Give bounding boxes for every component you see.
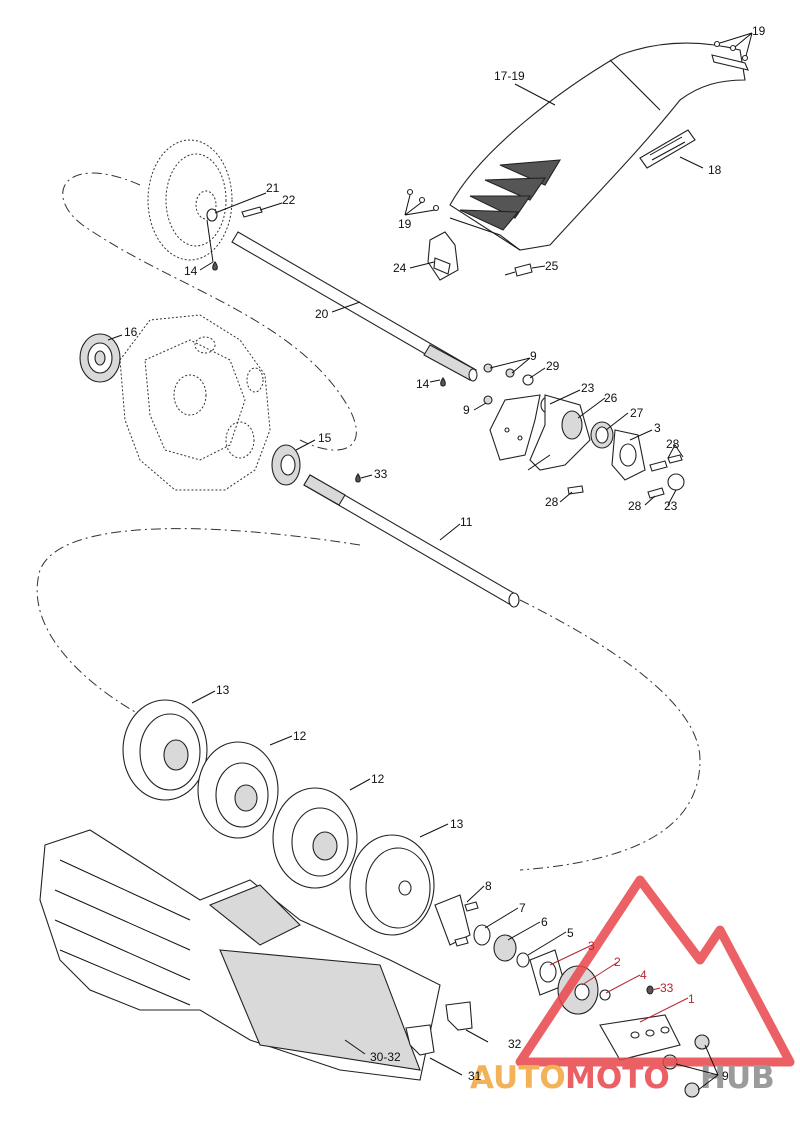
callout-20: 20 — [315, 307, 329, 321]
sprocket-12-a — [197, 741, 279, 839]
drive-shaft-20 — [231, 231, 478, 382]
track-outline-loop — [36, 528, 701, 871]
callout-6: 6 — [541, 915, 548, 929]
callout-13a: 13 — [216, 683, 230, 697]
callout-23a: 23 — [581, 381, 595, 395]
watermark-moto: MOTO — [565, 1060, 670, 1096]
callout-22: 22 — [282, 193, 296, 207]
callout-24: 24 — [393, 261, 407, 275]
callout-19b: 19 — [398, 217, 412, 231]
callout-8: 8 — [485, 879, 492, 893]
callout-4: 4 — [640, 968, 647, 982]
callout-30-32: 30-32 — [370, 1050, 401, 1064]
fasteners-19-top — [711, 40, 749, 71]
slide-32 — [445, 1001, 473, 1031]
callout-5: 5 — [567, 926, 574, 940]
nuts-9-washer-29 — [483, 363, 534, 405]
callout-28c: 28 — [628, 499, 642, 513]
cover-vents — [459, 159, 562, 231]
callout-labels: 19 17-19 18 21 22 19 14 24 25 20 16 9 29… — [124, 24, 766, 1083]
sprocket-12-b — [272, 787, 358, 889]
callout-25: 25 — [545, 259, 559, 273]
callout-9a: 9 — [530, 349, 537, 363]
callout-11: 11 — [460, 515, 473, 529]
drive-pulley-dotted — [147, 139, 233, 261]
callout-9b: 9 — [463, 403, 470, 417]
callout-33a: 33 — [374, 467, 388, 481]
callout-17-19: 17-19 — [494, 69, 525, 83]
callout-12a: 12 — [293, 729, 307, 743]
bearing-16 — [79, 333, 121, 383]
spacer-15 — [271, 444, 301, 486]
callout-15: 15 — [318, 431, 332, 445]
callout-3b: 3 — [588, 939, 595, 953]
track-30-32 — [39, 829, 441, 1081]
slide-31 — [405, 1024, 435, 1056]
watermark-hub: HUB — [700, 1060, 775, 1096]
callout-14a: 14 — [184, 264, 198, 278]
chaincase-cover — [449, 42, 746, 251]
gearcase-housing-dotted — [119, 314, 271, 491]
callout-2: 2 — [614, 955, 621, 969]
bearing-plate-assembly — [489, 394, 685, 499]
fasteners-19-left — [406, 188, 440, 212]
callout-12b: 12 — [371, 772, 385, 786]
callout-31: 31 — [468, 1069, 482, 1083]
callout-28a: 28 — [666, 437, 680, 451]
callout-28b: 28 — [545, 495, 559, 509]
oil-drop-14b — [440, 377, 446, 387]
callout-19a: 19 — [752, 24, 766, 38]
watermark-triangle — [515, 875, 795, 1067]
callout-14b: 14 — [416, 377, 430, 391]
callout-32: 32 — [508, 1037, 522, 1051]
sprocket-13-right — [349, 834, 435, 936]
callout-16: 16 — [124, 325, 138, 339]
callout-1: 1 — [688, 992, 695, 1006]
callout-33b: 33 — [660, 981, 674, 995]
callout-27: 27 — [630, 406, 644, 420]
latch-24 — [427, 231, 459, 281]
callout-21: 21 — [266, 181, 280, 195]
callout-13b: 13 — [450, 817, 464, 831]
key-22 — [241, 206, 263, 218]
callout-23b: 23 — [664, 499, 678, 513]
callout-26: 26 — [604, 391, 618, 405]
oil-drop-14a — [212, 261, 218, 271]
callout-29: 29 — [546, 359, 560, 373]
callout-3a: 3 — [654, 421, 661, 435]
oil-drop-33a — [355, 473, 361, 483]
washer-21 — [206, 208, 218, 222]
watermark-auto: AUTO — [470, 1060, 566, 1096]
drive-axle-11 — [303, 474, 520, 608]
callout-9c: 9 — [722, 1069, 729, 1083]
callout-7: 7 — [519, 901, 526, 915]
callout-18: 18 — [708, 163, 722, 177]
leader-lines — [107, 32, 753, 1091]
sprocket-13-left — [122, 699, 208, 801]
rivet-25 — [504, 263, 533, 277]
decal-18 — [639, 129, 696, 169]
automotohub-watermark: AUTO MOTO HUB — [470, 875, 795, 1096]
